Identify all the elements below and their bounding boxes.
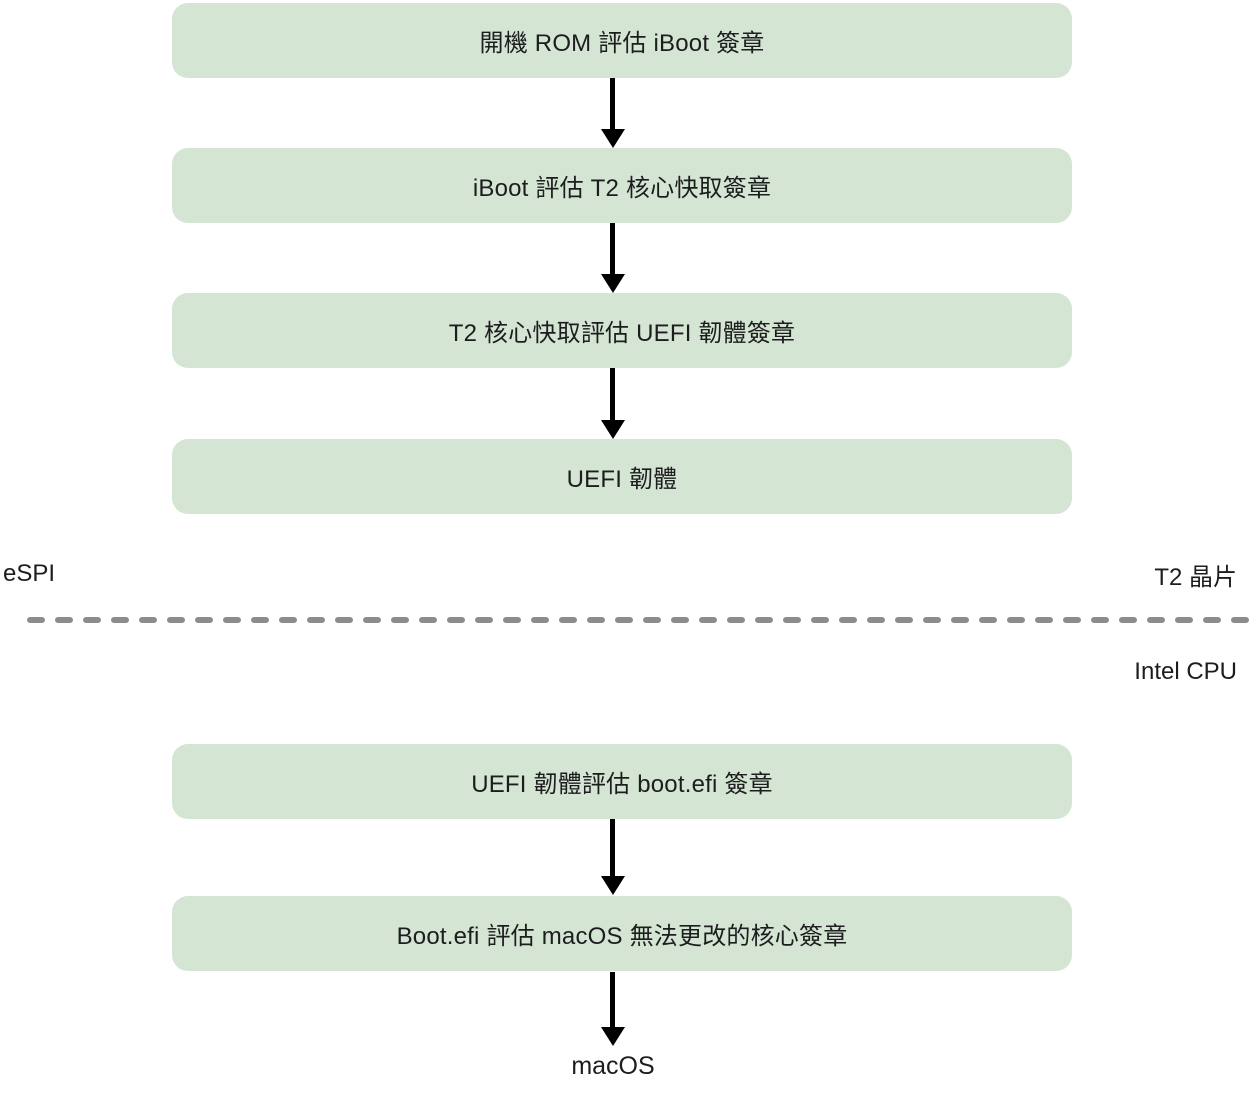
arrow-shaft: [610, 78, 615, 129]
espi-label: eSPI: [3, 560, 56, 587]
flow-box-label: 開機 ROM 評估 iBoot 簽章: [479, 30, 765, 57]
arrow-shaft: [610, 368, 615, 420]
macos-label: macOS: [571, 1052, 655, 1080]
arrow-head: [600, 420, 625, 439]
intel-cpu-label: Intel CPU: [1134, 658, 1237, 685]
arrow-down-icon: [600, 78, 625, 148]
arrow-head: [600, 876, 625, 895]
arrow-head: [600, 274, 625, 293]
flow-box-bootefi-evaluates-kernel: Boot.efi 評估 macOS 無法更改的核心簽章: [172, 896, 1072, 971]
flow-box-label: UEFI 韌體評估 boot.efi 簽章: [471, 771, 773, 798]
flow-box-label: UEFI 韌體: [566, 466, 678, 493]
arrow-shaft: [610, 972, 615, 1027]
flow-box-label: Boot.efi 評估 macOS 無法更改的核心簽章: [396, 923, 848, 950]
arrow-shaft: [610, 223, 615, 274]
flow-box-label: iBoot 評估 T2 核心快取簽章: [472, 175, 772, 202]
t2-chip-label: T2 晶片: [1154, 564, 1237, 591]
flow-box-boot-rom: 開機 ROM 評估 iBoot 簽章: [172, 3, 1072, 78]
arrow-down-icon: [600, 819, 625, 895]
arrow-head: [600, 129, 625, 148]
section-divider-dashed-line: [27, 617, 1250, 623]
arrow-shaft: [610, 819, 615, 876]
flow-box-uefi-firmware: UEFI 韌體: [172, 439, 1072, 514]
arrow-down-icon: [600, 368, 625, 439]
arrow-down-icon: [600, 223, 625, 293]
arrow-down-icon: [600, 972, 625, 1046]
flow-box-iboot: iBoot 評估 T2 核心快取簽章: [172, 148, 1072, 223]
flow-box-uefi-evaluates-bootefi: UEFI 韌體評估 boot.efi 簽章: [172, 744, 1072, 819]
flow-box-label: T2 核心快取評估 UEFI 韌體簽章: [448, 320, 796, 347]
flow-box-t2-kernel-cache: T2 核心快取評估 UEFI 韌體簽章: [172, 293, 1072, 368]
arrow-head: [600, 1027, 625, 1046]
